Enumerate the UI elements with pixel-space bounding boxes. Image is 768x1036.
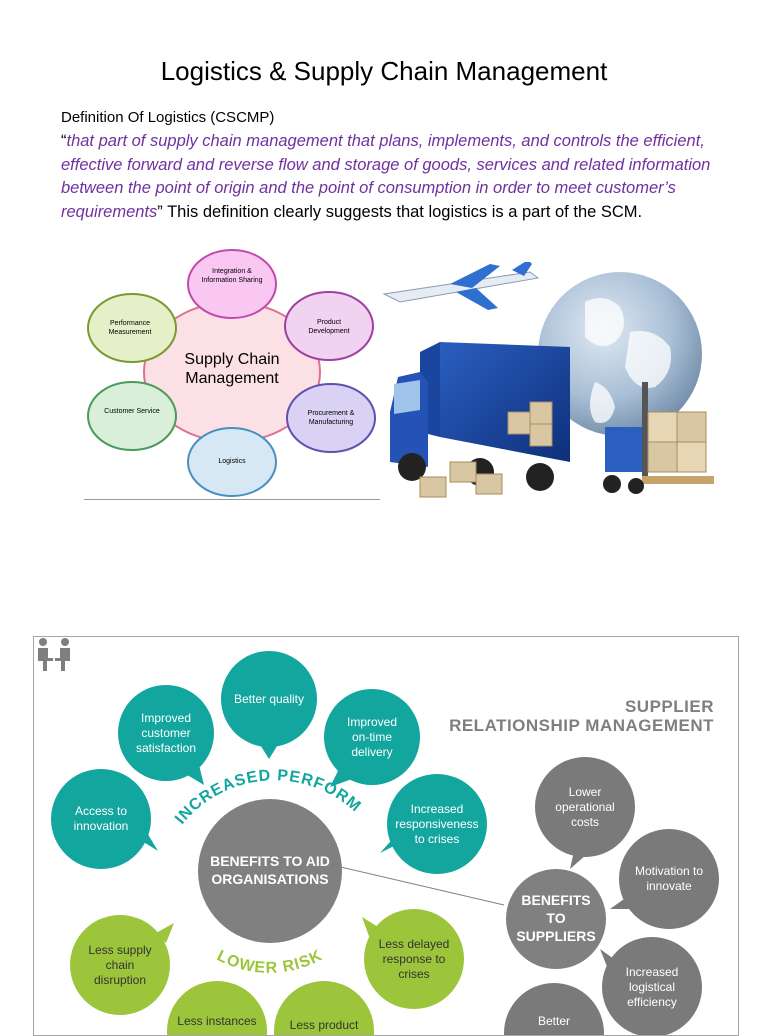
grey-bubble-logistical-efficiency xyxy=(602,937,702,1035)
green-bubble-less-product xyxy=(274,981,374,1035)
scm-node-label-2: Procurement & Manufacturing xyxy=(307,410,355,426)
scm-node-3 xyxy=(187,427,277,497)
green-bubble-delayed-response xyxy=(364,909,464,1009)
teal-bubble-on-time-delivery xyxy=(324,689,420,785)
grey-bubble-tail-1 xyxy=(610,899,630,909)
scm-node-1 xyxy=(284,291,374,361)
teal-bubble-tail-4 xyxy=(380,833,398,853)
label-customer-satisfaction: Improved customer satisfaction xyxy=(135,710,197,755)
green-bubble-tail-1 xyxy=(362,917,378,939)
label-better-quality: Better quality xyxy=(233,691,305,706)
center-circle xyxy=(198,799,342,943)
label-less-instances: Less instances xyxy=(177,1013,257,1028)
teal-bubble-customer-satisfaction xyxy=(118,685,214,781)
teal-bubble-better-quality xyxy=(221,651,317,747)
teal-bubble-tail-2 xyxy=(330,769,352,787)
scm-node-label-1: Product Development xyxy=(308,319,350,335)
scm-node-5 xyxy=(87,293,177,363)
scm-node-0 xyxy=(187,249,277,319)
label-operational-costs: Lower operational costs xyxy=(555,784,615,829)
srm-title-line1: SUPPLIER xyxy=(624,697,714,716)
page-title: Logistics & Supply Chain Management xyxy=(160,56,608,86)
srm-infographic: INCREASED PERFORMANCE LOWER RISK SUPPLIE… xyxy=(33,636,739,1036)
label-access-innovation: Access to innovation xyxy=(73,804,129,833)
label-motivation: Motivation to innovate xyxy=(634,864,704,893)
arc-label-bottom: LOWER RISK xyxy=(214,947,325,977)
teal-bubble-responsiveness xyxy=(387,774,487,874)
teal-bubble-tail-3 xyxy=(142,831,158,851)
teal-bubble-access-innovation xyxy=(51,769,151,869)
quote-close: ” xyxy=(157,202,163,221)
truck-icon xyxy=(390,342,570,491)
teal-bubble-tail-0 xyxy=(259,743,279,759)
continent-shape xyxy=(585,298,671,423)
green-bubble-supply-disruption xyxy=(70,915,170,1015)
handshake-icon xyxy=(38,638,70,671)
logistics-illustration xyxy=(380,260,718,505)
scm-node-2 xyxy=(286,383,376,453)
scm-node-label-5: Performance Measurement xyxy=(108,320,152,336)
label-less-product: Less product xyxy=(289,1017,359,1032)
scm-node-4 xyxy=(87,381,177,451)
label-supply-disruption: Less supply chain disruption xyxy=(88,942,152,987)
grey-bubble-tail-2 xyxy=(600,949,614,969)
scm-center-label: Supply Chain Management xyxy=(184,351,280,387)
scm-node-label-0: Integration & Information Sharing xyxy=(201,268,263,284)
label-delayed-response: Less delayed response to crises xyxy=(378,936,450,981)
quote-open: “ xyxy=(61,132,67,150)
airplane-icon xyxy=(382,260,540,310)
grey-bubble-better xyxy=(504,983,604,1035)
scm-node-label-3: Logistics xyxy=(218,458,246,465)
grey-bubble-operational-costs xyxy=(535,757,635,857)
label-better: Better xyxy=(537,1013,570,1028)
green-bubble-tail-0 xyxy=(156,923,174,943)
forklift-icon xyxy=(603,382,714,494)
label-responsiveness: Increased responsiveness to crises xyxy=(395,801,479,846)
srm-title-line2: RELATIONSHIP MANAGEMENT xyxy=(449,716,714,735)
scm-node-label-4: Customer Service xyxy=(104,408,160,415)
suppliers-circle xyxy=(506,869,606,969)
definition-quote: that part of supply chain management tha… xyxy=(61,132,711,221)
green-bubble-less-instances xyxy=(167,981,267,1035)
definition-tail: This definition clearly suggests that lo… xyxy=(162,202,643,221)
grey-bubble-motivation xyxy=(619,829,719,929)
label-logistical-efficiency: Increased logistical efficiency xyxy=(625,964,679,1009)
boxes-icon xyxy=(419,461,503,498)
label-on-time-delivery: Improved on-time delivery xyxy=(346,714,398,759)
connector-line xyxy=(331,864,505,906)
definition-heading: Definition Of Logistics (CSCMP) xyxy=(61,109,275,126)
center-label: BENEFITS TO AID ORGANISATIONS xyxy=(210,853,330,887)
teal-bubble-tail-1 xyxy=(184,765,204,785)
scm-diagram: Supply Chain Management Integration & In… xyxy=(82,246,382,503)
divider-line xyxy=(84,499,380,500)
grey-bubble-tail-0 xyxy=(570,851,586,869)
definition-body: “that part of supply chain management th… xyxy=(61,130,731,224)
globe-icon xyxy=(538,272,702,436)
suppliers-label: BENEFITS TO SUPPLIERS xyxy=(516,892,596,944)
